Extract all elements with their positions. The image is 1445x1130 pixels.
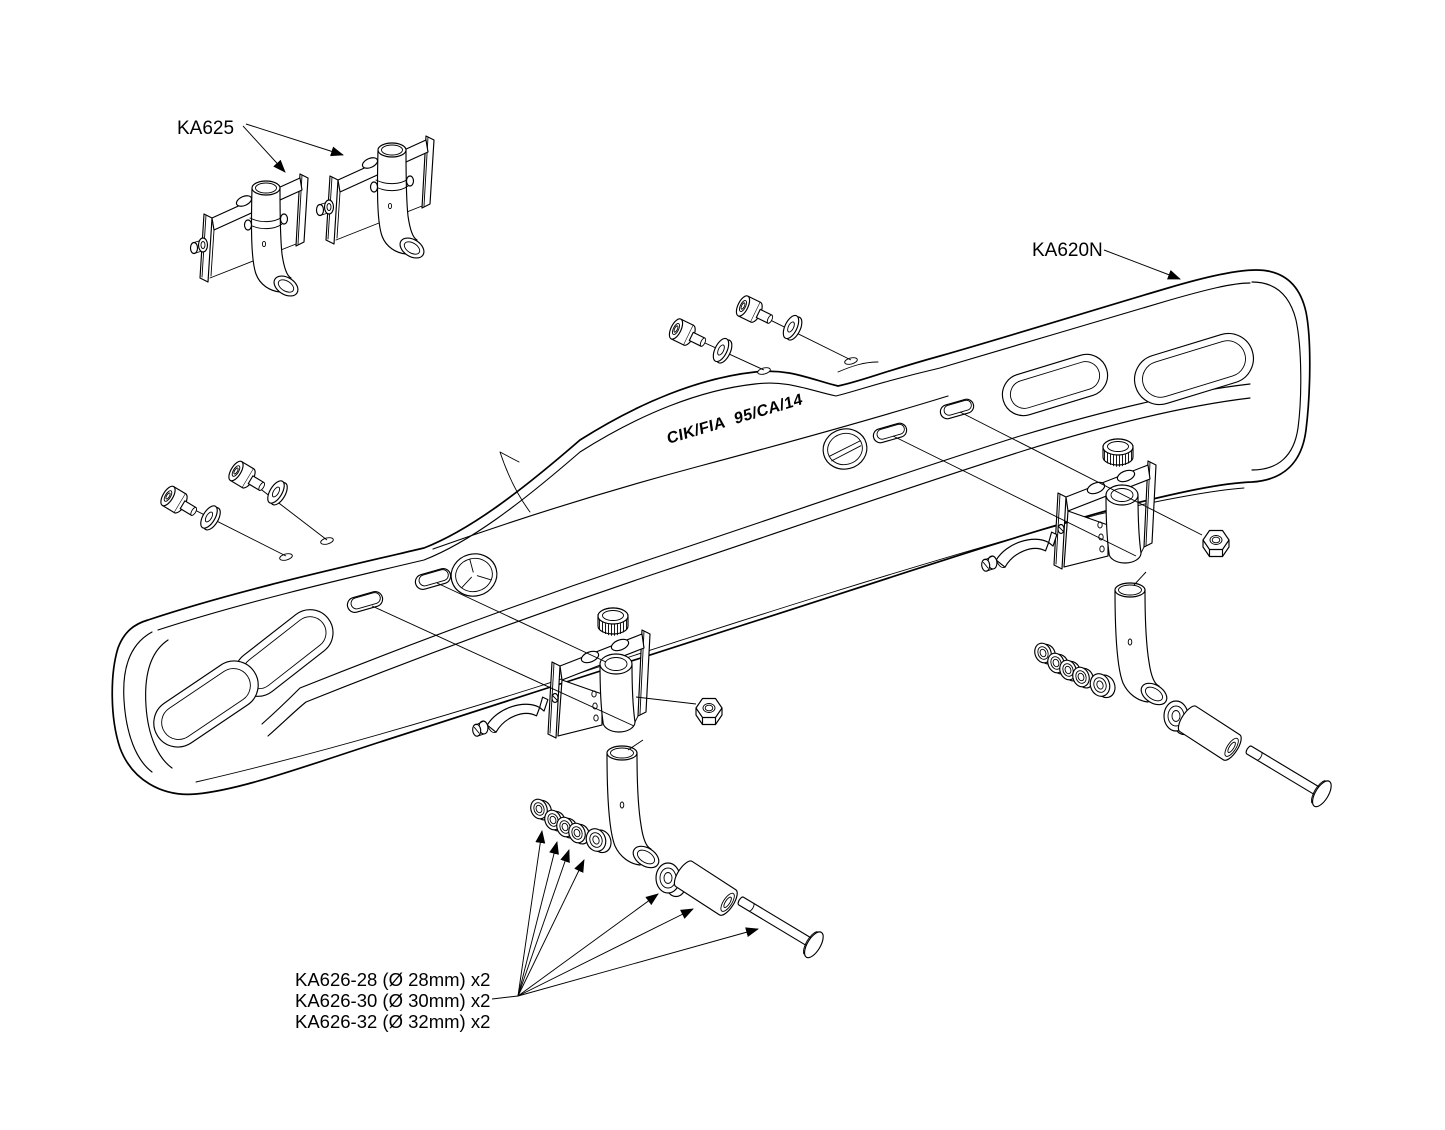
right-cap-rim (1251, 281, 1302, 471)
support-tube-icon (1114, 582, 1172, 710)
label-ka620n: KA620N (1032, 240, 1103, 261)
top-face-hole (757, 367, 771, 375)
bean-cutout (1133, 332, 1255, 406)
socket-bolt-icon (225, 458, 270, 498)
bean-cutout (153, 660, 259, 748)
label-arrows (242, 123, 1181, 280)
ka625-clamp-icon (189, 173, 309, 301)
washer-icon (779, 312, 806, 343)
spacer-sleeve-icon (1174, 702, 1246, 764)
mount-hole (822, 428, 868, 470)
thumb-screw-icon (1102, 438, 1134, 467)
hex-nut-icon (1202, 529, 1230, 558)
washer-icon (263, 477, 292, 509)
top-face-hole (279, 553, 293, 561)
mount-slot (872, 422, 908, 444)
ka625-clamp-icon (315, 135, 435, 263)
label-ka625: KA625 (177, 118, 234, 139)
pivot-pin-icon (731, 886, 828, 962)
bumper-crease-b (267, 397, 1251, 737)
ka625-arrow (242, 125, 286, 173)
mount-hole (450, 553, 498, 597)
spacer-sleeve-icon (670, 857, 742, 919)
socket-bolt-icon (733, 293, 778, 331)
mount-slot (414, 568, 452, 590)
socket-bolt-icon (157, 483, 202, 523)
bumper-hump-fold (499, 361, 879, 513)
label-ka626-32: KA626-32 (Ø 32mm) x2 (295, 1011, 490, 1032)
bumper-crease-a (261, 383, 1251, 725)
kit-arrow-fan (491, 830, 759, 1000)
washer-icon (196, 502, 225, 534)
support-tube-icon (606, 745, 664, 873)
mount-slot (939, 398, 975, 420)
bumper-top-edge-line (157, 282, 1251, 631)
bumper-hump-base-line (432, 395, 949, 550)
bean-cutout (1001, 353, 1109, 417)
hex-nut-icon (695, 697, 723, 726)
left-cap-rim (123, 631, 173, 773)
socket-bolt-icon (666, 316, 711, 354)
washer-icon (709, 335, 736, 366)
label-ka626-30: KA626-30 (Ø 30mm) x2 (295, 990, 490, 1011)
top-face-hole (320, 537, 334, 545)
ka620n-arrow (1103, 249, 1181, 280)
pivot-pin-icon (1239, 735, 1336, 811)
bumper-bar: CIK/FIA 95/CA/14 (111, 269, 1311, 796)
assembly-leader-lines (371, 411, 1203, 751)
thumb-screw-icon (597, 607, 629, 636)
top-face-hole (844, 357, 858, 365)
label-ka626-28: KA626-28 (Ø 28mm) x2 (295, 969, 490, 990)
ka625-arrow (245, 123, 344, 157)
